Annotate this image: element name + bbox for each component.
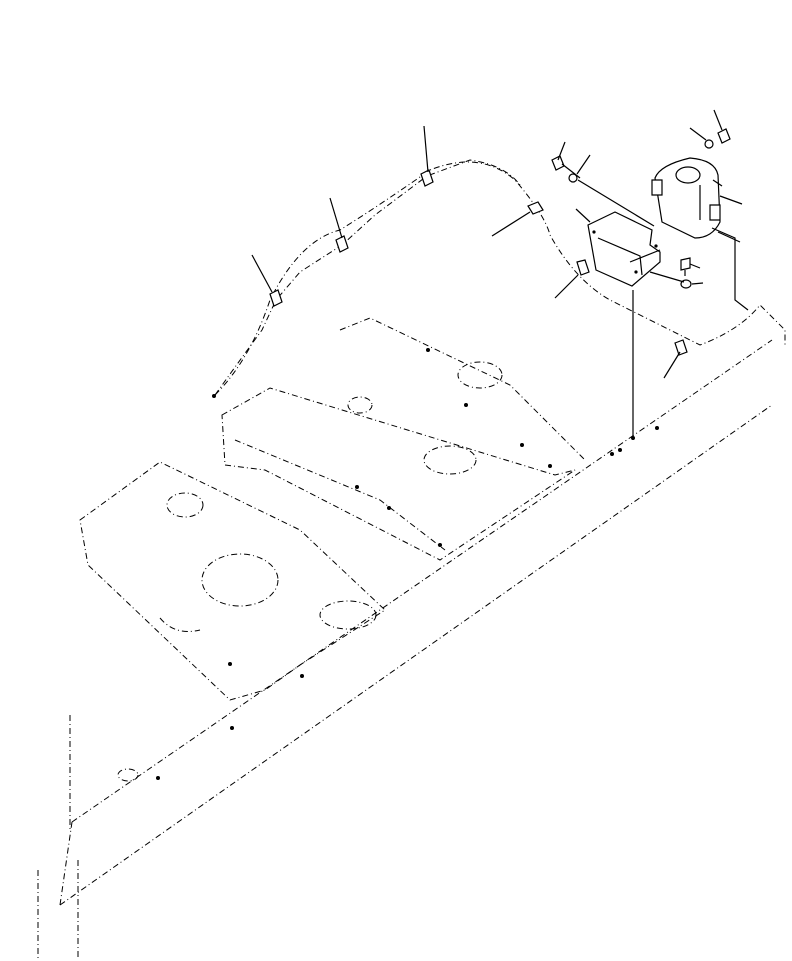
hose-route <box>214 159 521 396</box>
lower-plate <box>79 461 386 701</box>
hose-clamp-4 <box>576 259 590 276</box>
center-boss <box>457 361 503 389</box>
assembly-line-1 <box>577 179 655 227</box>
hose-clamp-5 <box>674 339 688 356</box>
callout-2 <box>329 197 343 239</box>
frame-edge-bottom <box>59 404 773 906</box>
plate-boss <box>319 600 377 630</box>
callout-3 <box>251 254 273 293</box>
machine-frame <box>37 161 786 960</box>
tank-cap <box>675 166 701 184</box>
callout-12 <box>689 263 701 269</box>
callout-6 <box>554 274 579 299</box>
assembly-line-3 <box>649 271 685 283</box>
center-plate-inner <box>234 439 446 551</box>
hose-clamp-1 <box>420 169 434 187</box>
callout-9 <box>689 127 707 141</box>
frame-edge-end <box>59 821 73 906</box>
frame-fasteners <box>117 348 659 782</box>
callout-10 <box>713 109 723 131</box>
center-plate <box>221 387 576 561</box>
upper-deck-outline <box>214 161 786 396</box>
center-plate-top <box>339 317 586 461</box>
hose-clamp-3 <box>269 289 283 307</box>
grommet <box>527 201 544 215</box>
plate-curve <box>159 617 201 632</box>
mounting-bracket <box>587 211 661 287</box>
hose-clamp-2 <box>335 235 349 253</box>
bolt-2 <box>717 128 731 144</box>
washer-1 <box>568 173 578 183</box>
plate-hole <box>201 553 279 607</box>
hose <box>711 227 749 311</box>
callout-4 <box>491 211 531 237</box>
washer-2 <box>704 139 714 149</box>
reservoir-tank <box>651 157 723 239</box>
hose-2 <box>717 231 741 243</box>
callout-11 <box>719 195 743 205</box>
callout-14 <box>663 351 681 379</box>
frame-leg <box>37 860 79 960</box>
center-boss-2 <box>423 445 477 475</box>
plate-boss-2 <box>166 492 204 518</box>
frame-edge-top <box>71 339 773 823</box>
center-boss-3 <box>347 396 373 414</box>
tank-bracket-tab-2 <box>709 204 721 221</box>
callout-7 <box>557 141 566 161</box>
tank-bracket-tab <box>651 179 663 196</box>
callout-8 <box>576 154 591 175</box>
bolt-3 <box>680 257 691 276</box>
bolt-1 <box>551 155 581 179</box>
callout-13 <box>691 282 704 285</box>
callout-leaders <box>251 109 743 379</box>
callout-1 <box>423 125 429 173</box>
callout-5 <box>575 208 591 223</box>
